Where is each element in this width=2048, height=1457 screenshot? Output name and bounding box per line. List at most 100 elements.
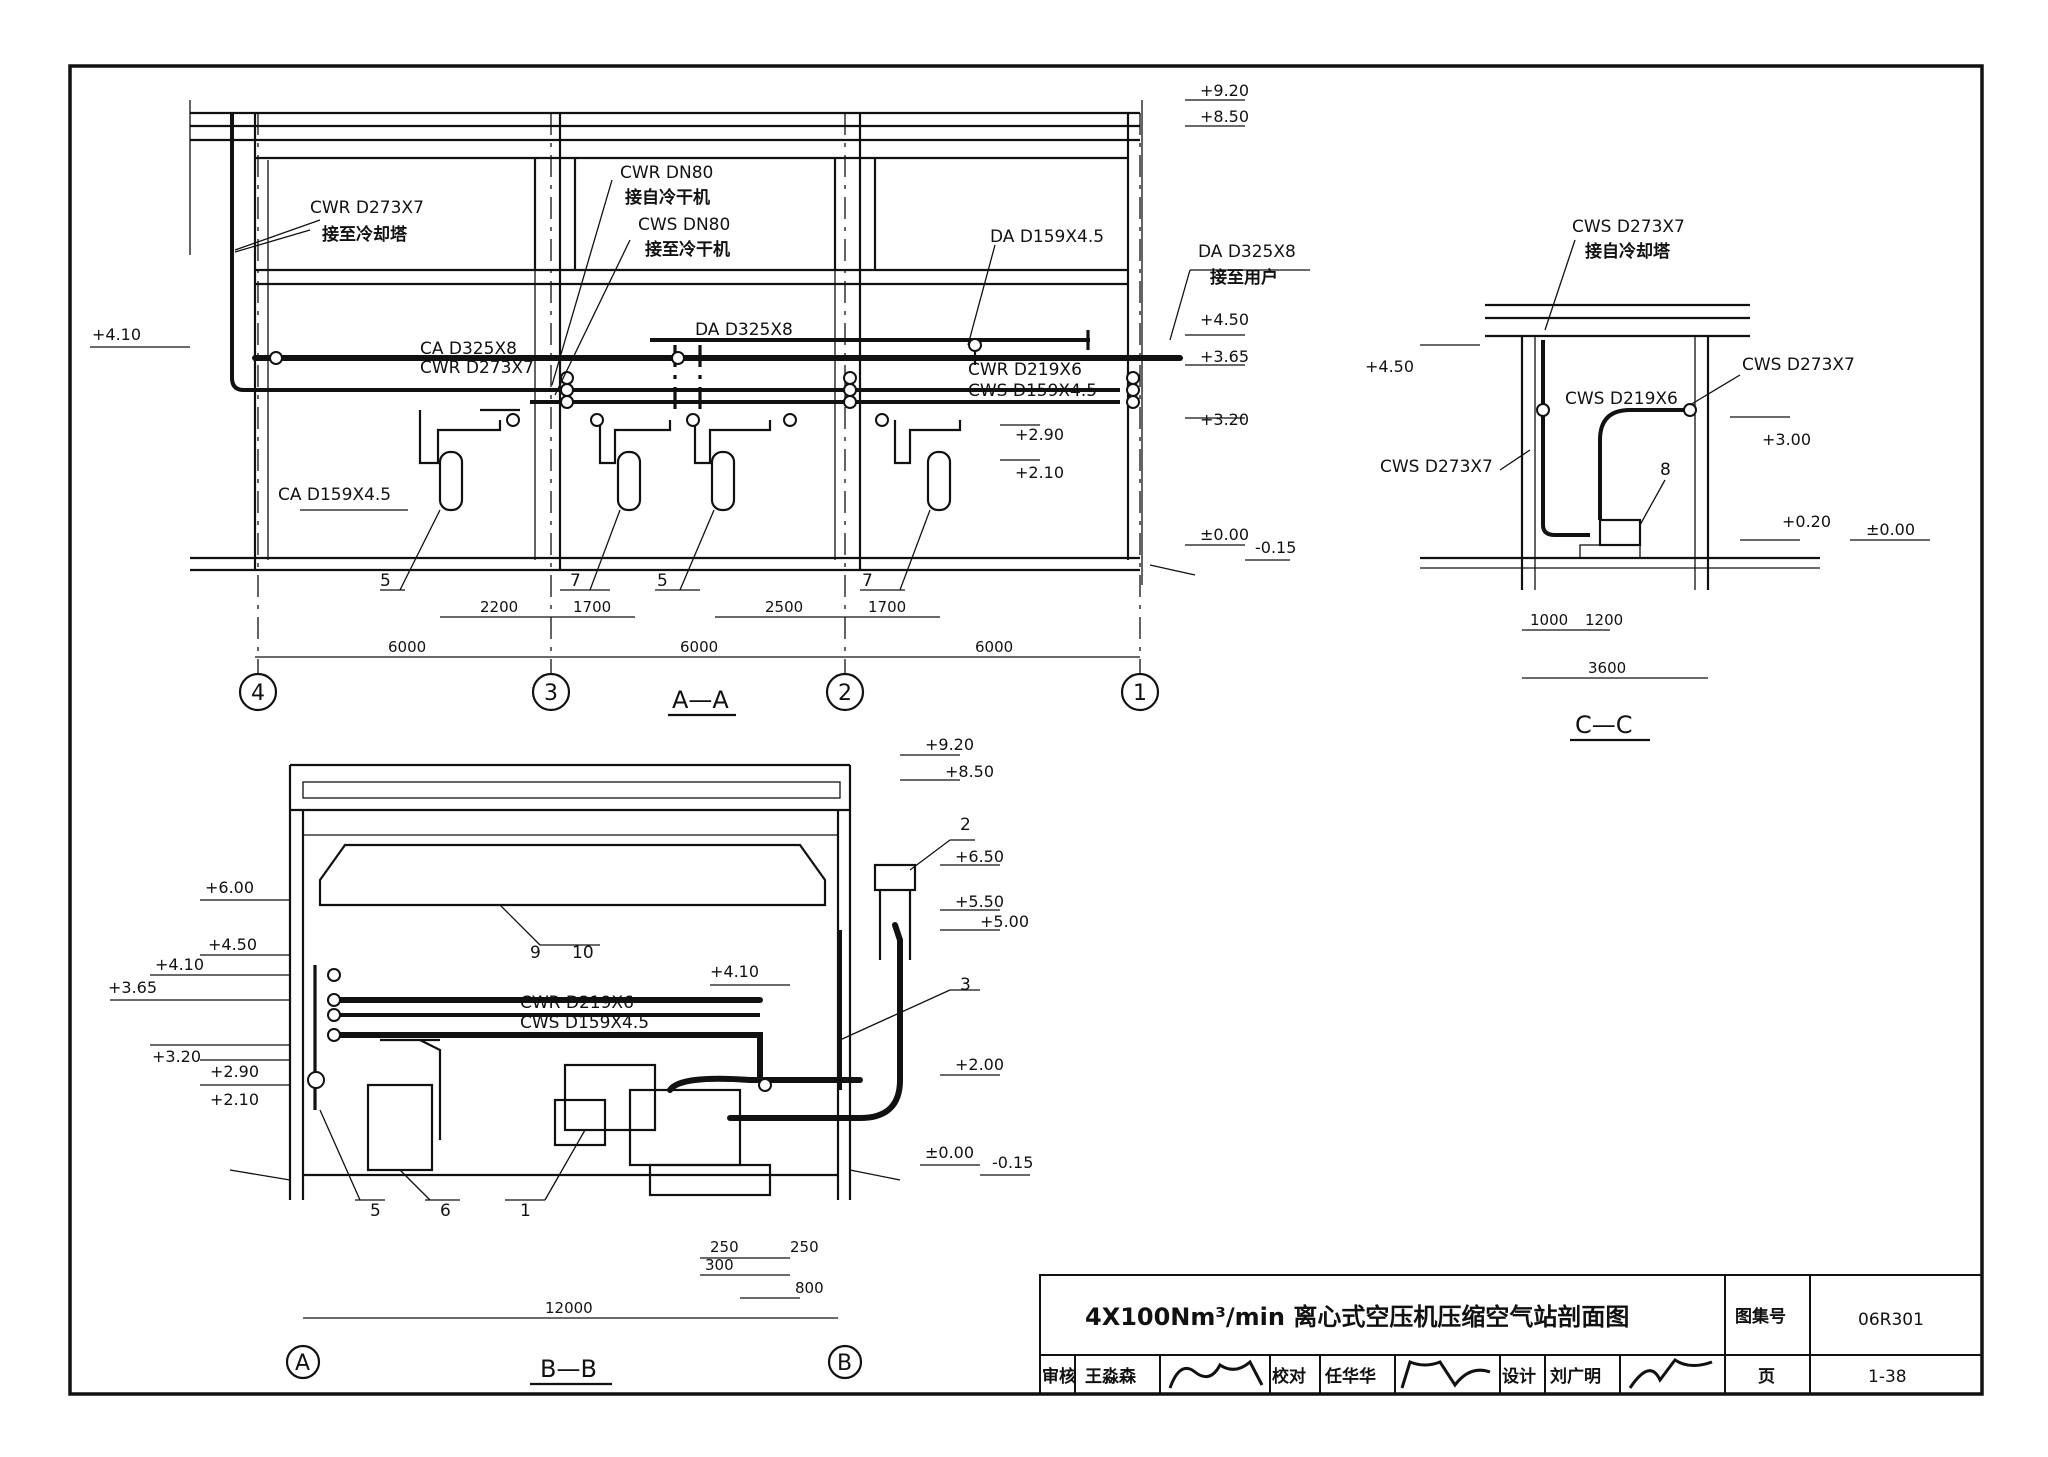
- label-cwr-dn80-note: 接自冷干机: [625, 187, 710, 208]
- axis-bb-b: B: [837, 1351, 852, 1376]
- elev-aa-320: +3.20: [1200, 410, 1249, 429]
- section-aa: [90, 99, 1310, 717]
- dim-cc-1200: 1200: [1585, 611, 1623, 629]
- elev-bb-320: +3.20: [152, 1047, 201, 1066]
- elev-aa-410: +4.10: [92, 325, 141, 344]
- item-aa-5b: 5: [657, 571, 668, 591]
- elev-bb-410b: +4.10: [710, 962, 759, 981]
- item-bb-5: 5: [370, 1201, 381, 1221]
- section-cc-title: C—C: [1575, 711, 1633, 739]
- label-da-d325-user: DA D325X8: [1198, 242, 1296, 262]
- axis-aa-2: 2: [838, 681, 852, 706]
- dim-aa-6000c: 6000: [975, 638, 1013, 656]
- section-bb-title: B—B: [540, 1355, 597, 1383]
- elev-cc-300: +3.00: [1762, 430, 1811, 449]
- dim-bb-300: 300: [705, 1256, 734, 1274]
- section-bb: [110, 754, 1030, 1386]
- designer-name: 刘广明: [1550, 1366, 1601, 1387]
- review-label: 审核: [1042, 1366, 1076, 1387]
- section-cc: [1420, 239, 1930, 742]
- page-number: 1-38: [1868, 1367, 1907, 1387]
- dim-bb-250b: 250: [790, 1238, 819, 1256]
- label-da-d159: DA D159X4.5: [990, 227, 1104, 247]
- design-label: 设计: [1502, 1366, 1536, 1387]
- item-aa-7b: 7: [862, 571, 873, 591]
- atlas-number: 06R301: [1858, 1310, 1924, 1330]
- drawing-title: 4X100Nm³/min 离心式空压机压缩空气站剖面图: [1085, 1303, 1629, 1331]
- atlas-label: 图集号: [1735, 1306, 1786, 1327]
- elev-bb-365: +3.65: [108, 978, 157, 997]
- label-cwr-main-note: 接至冷却塔: [322, 224, 408, 245]
- axis-bb-a: A: [295, 1351, 310, 1376]
- elev-aa-450: +4.50: [1200, 310, 1249, 329]
- dim-bb-12000: 12000: [545, 1299, 593, 1317]
- label-bb-cwr-d219: CWR D219X6: [520, 993, 634, 1013]
- sheet-frame: [68, 64, 1984, 1396]
- dim-aa-1700a: 1700: [573, 598, 611, 616]
- label-cwr-d219: CWR D219X6: [968, 360, 1082, 380]
- page-label: 页: [1758, 1367, 1775, 1387]
- check-label: 校对: [1272, 1366, 1306, 1387]
- item-aa-7a: 7: [570, 571, 581, 591]
- axis-aa-3: 3: [544, 681, 558, 706]
- label-cc-cws-d219: CWS D219X6: [1565, 389, 1678, 409]
- label-cws-dn80: CWS DN80: [638, 215, 730, 235]
- dim-aa-6000a: 6000: [388, 638, 426, 656]
- label-cc-cws-top: CWS D273X7: [1572, 217, 1685, 237]
- dim-cc-3600: 3600: [1588, 659, 1626, 677]
- label-cwr-dn80: CWR DN80: [620, 163, 713, 183]
- label-ca-d325: CA D325X8: [420, 339, 517, 359]
- label-cws-dn80-note: 接至冷干机: [645, 239, 730, 260]
- item-bb-10: 10: [572, 943, 594, 963]
- elev-aa-015: -0.15: [1255, 538, 1296, 557]
- label-cwr-main: CWR D273X7: [310, 198, 424, 218]
- elev-aa-210: +2.10: [1015, 463, 1064, 482]
- label-cc-cws-left: CWS D273X7: [1380, 457, 1493, 477]
- elev-bb-920: +9.20: [925, 735, 974, 754]
- dim-bb-800: 800: [795, 1279, 824, 1297]
- elev-aa-920: +9.20: [1200, 81, 1249, 100]
- label-cc-cws-right: CWS D273X7: [1742, 355, 1855, 375]
- elev-aa-290: +2.90: [1015, 425, 1064, 444]
- elev-cc-000: ±0.00: [1866, 520, 1915, 539]
- signatures: [1168, 1357, 1713, 1389]
- elev-bb-650: +6.50: [955, 847, 1004, 866]
- elev-bb-015: -0.15: [992, 1153, 1033, 1172]
- elev-aa-365: +3.65: [1200, 347, 1249, 366]
- dim-bb-250a: 250: [710, 1238, 739, 1256]
- label-cws-d159: CWS D159X4.5: [968, 381, 1097, 401]
- label-cc-cws-top-note: 接自冷却塔: [1585, 241, 1671, 262]
- elev-aa-000: ±0.00: [1200, 525, 1249, 544]
- label-ca-d159: CA D159X4.5: [278, 485, 391, 505]
- label-da-d325-user-note: 接至用户: [1210, 267, 1278, 288]
- item-bb-6: 6: [440, 1201, 451, 1221]
- item-bb-1: 1: [520, 1201, 531, 1221]
- item-bb-3: 3: [960, 975, 971, 995]
- item-aa-5a: 5: [380, 571, 391, 591]
- elev-bb-550: +5.50: [955, 892, 1004, 911]
- elev-bb-000: ±0.00: [925, 1143, 974, 1162]
- elev-bb-500: +5.00: [980, 912, 1029, 931]
- elev-cc-450: +4.50: [1365, 357, 1414, 376]
- title-block: [1039, 1274, 1983, 1395]
- label-cwr-d273: CWR D273X7: [420, 358, 534, 378]
- dim-aa-6000b: 6000: [680, 638, 718, 656]
- checker-name: 任华华: [1324, 1366, 1376, 1387]
- item-cc-8: 8: [1660, 460, 1671, 480]
- dim-aa-1700b: 1700: [868, 598, 906, 616]
- dim-aa-2500: 2500: [765, 598, 803, 616]
- elev-bb-450: +4.50: [208, 935, 257, 954]
- item-bb-2: 2: [960, 815, 971, 835]
- item-bb-9: 9: [530, 943, 541, 963]
- elev-bb-600: +6.00: [205, 878, 254, 897]
- elev-cc-020: +0.20: [1782, 512, 1831, 531]
- section-aa-title: A—A: [672, 686, 729, 714]
- elev-bb-290: +2.90: [210, 1062, 259, 1081]
- elev-bb-410a: +4.10: [155, 955, 204, 974]
- label-da-d325: DA D325X8: [695, 320, 793, 340]
- elev-bb-850: +8.50: [945, 762, 994, 781]
- dim-aa-2200: 2200: [480, 598, 518, 616]
- axis-aa-1: 1: [1133, 681, 1147, 706]
- elev-aa-850: +8.50: [1200, 107, 1249, 126]
